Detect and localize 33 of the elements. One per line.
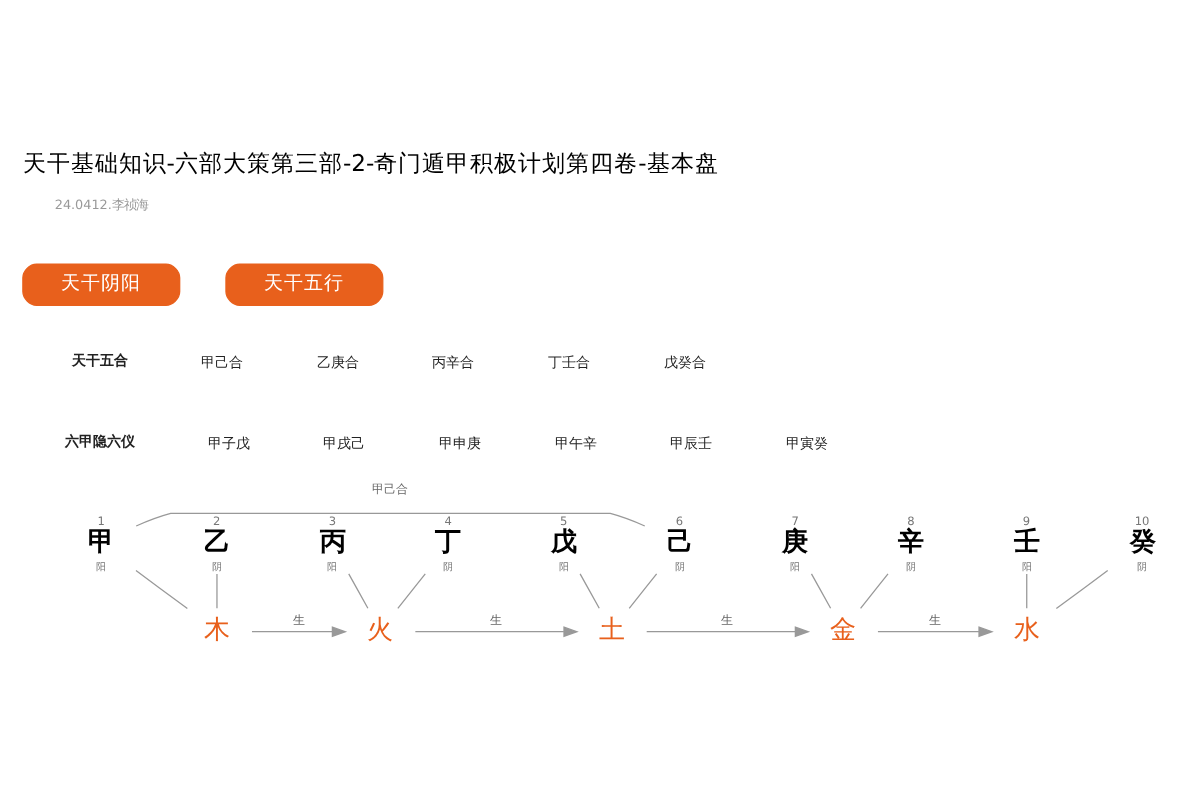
node-text: 辛 bbox=[898, 527, 925, 558]
node-box: 天干阴阳 bbox=[22, 262, 181, 305]
node-text: 土 bbox=[598, 615, 625, 646]
arrow bbox=[646, 625, 811, 637]
connector bbox=[859, 572, 889, 608]
connector bbox=[348, 572, 369, 608]
node-text: 己 bbox=[666, 527, 693, 558]
node-text: 庚 bbox=[782, 527, 809, 558]
node-text: 火 bbox=[367, 615, 394, 646]
node-box: 天干五行 bbox=[225, 262, 384, 305]
arrow bbox=[251, 625, 348, 637]
node-text: 戊 bbox=[551, 527, 578, 558]
arrow bbox=[877, 625, 994, 637]
connector bbox=[397, 572, 426, 608]
connector bbox=[216, 572, 218, 608]
node-text: 壬 bbox=[1013, 527, 1040, 558]
node-text: 水 bbox=[1013, 615, 1040, 646]
node-text: 乙 bbox=[204, 527, 231, 558]
node-text: 甲 bbox=[88, 527, 115, 558]
connector bbox=[1055, 568, 1109, 609]
connector bbox=[135, 568, 188, 609]
node-text: 木 bbox=[203, 615, 230, 646]
connector bbox=[628, 572, 658, 608]
node-text: 金 bbox=[829, 615, 856, 646]
connector bbox=[135, 511, 646, 526]
node-text: 丙 bbox=[319, 527, 346, 558]
connector bbox=[579, 572, 600, 608]
arrow bbox=[414, 625, 579, 637]
node-text: 丁 bbox=[435, 527, 462, 558]
node-text: 癸 bbox=[1129, 527, 1156, 558]
diagram-title: 天干基础知识-六部大策第三部-2-奇门遁甲积极计划第四卷-基本盘 bbox=[22, 147, 719, 176]
connector bbox=[1026, 572, 1028, 608]
connector bbox=[810, 572, 832, 608]
